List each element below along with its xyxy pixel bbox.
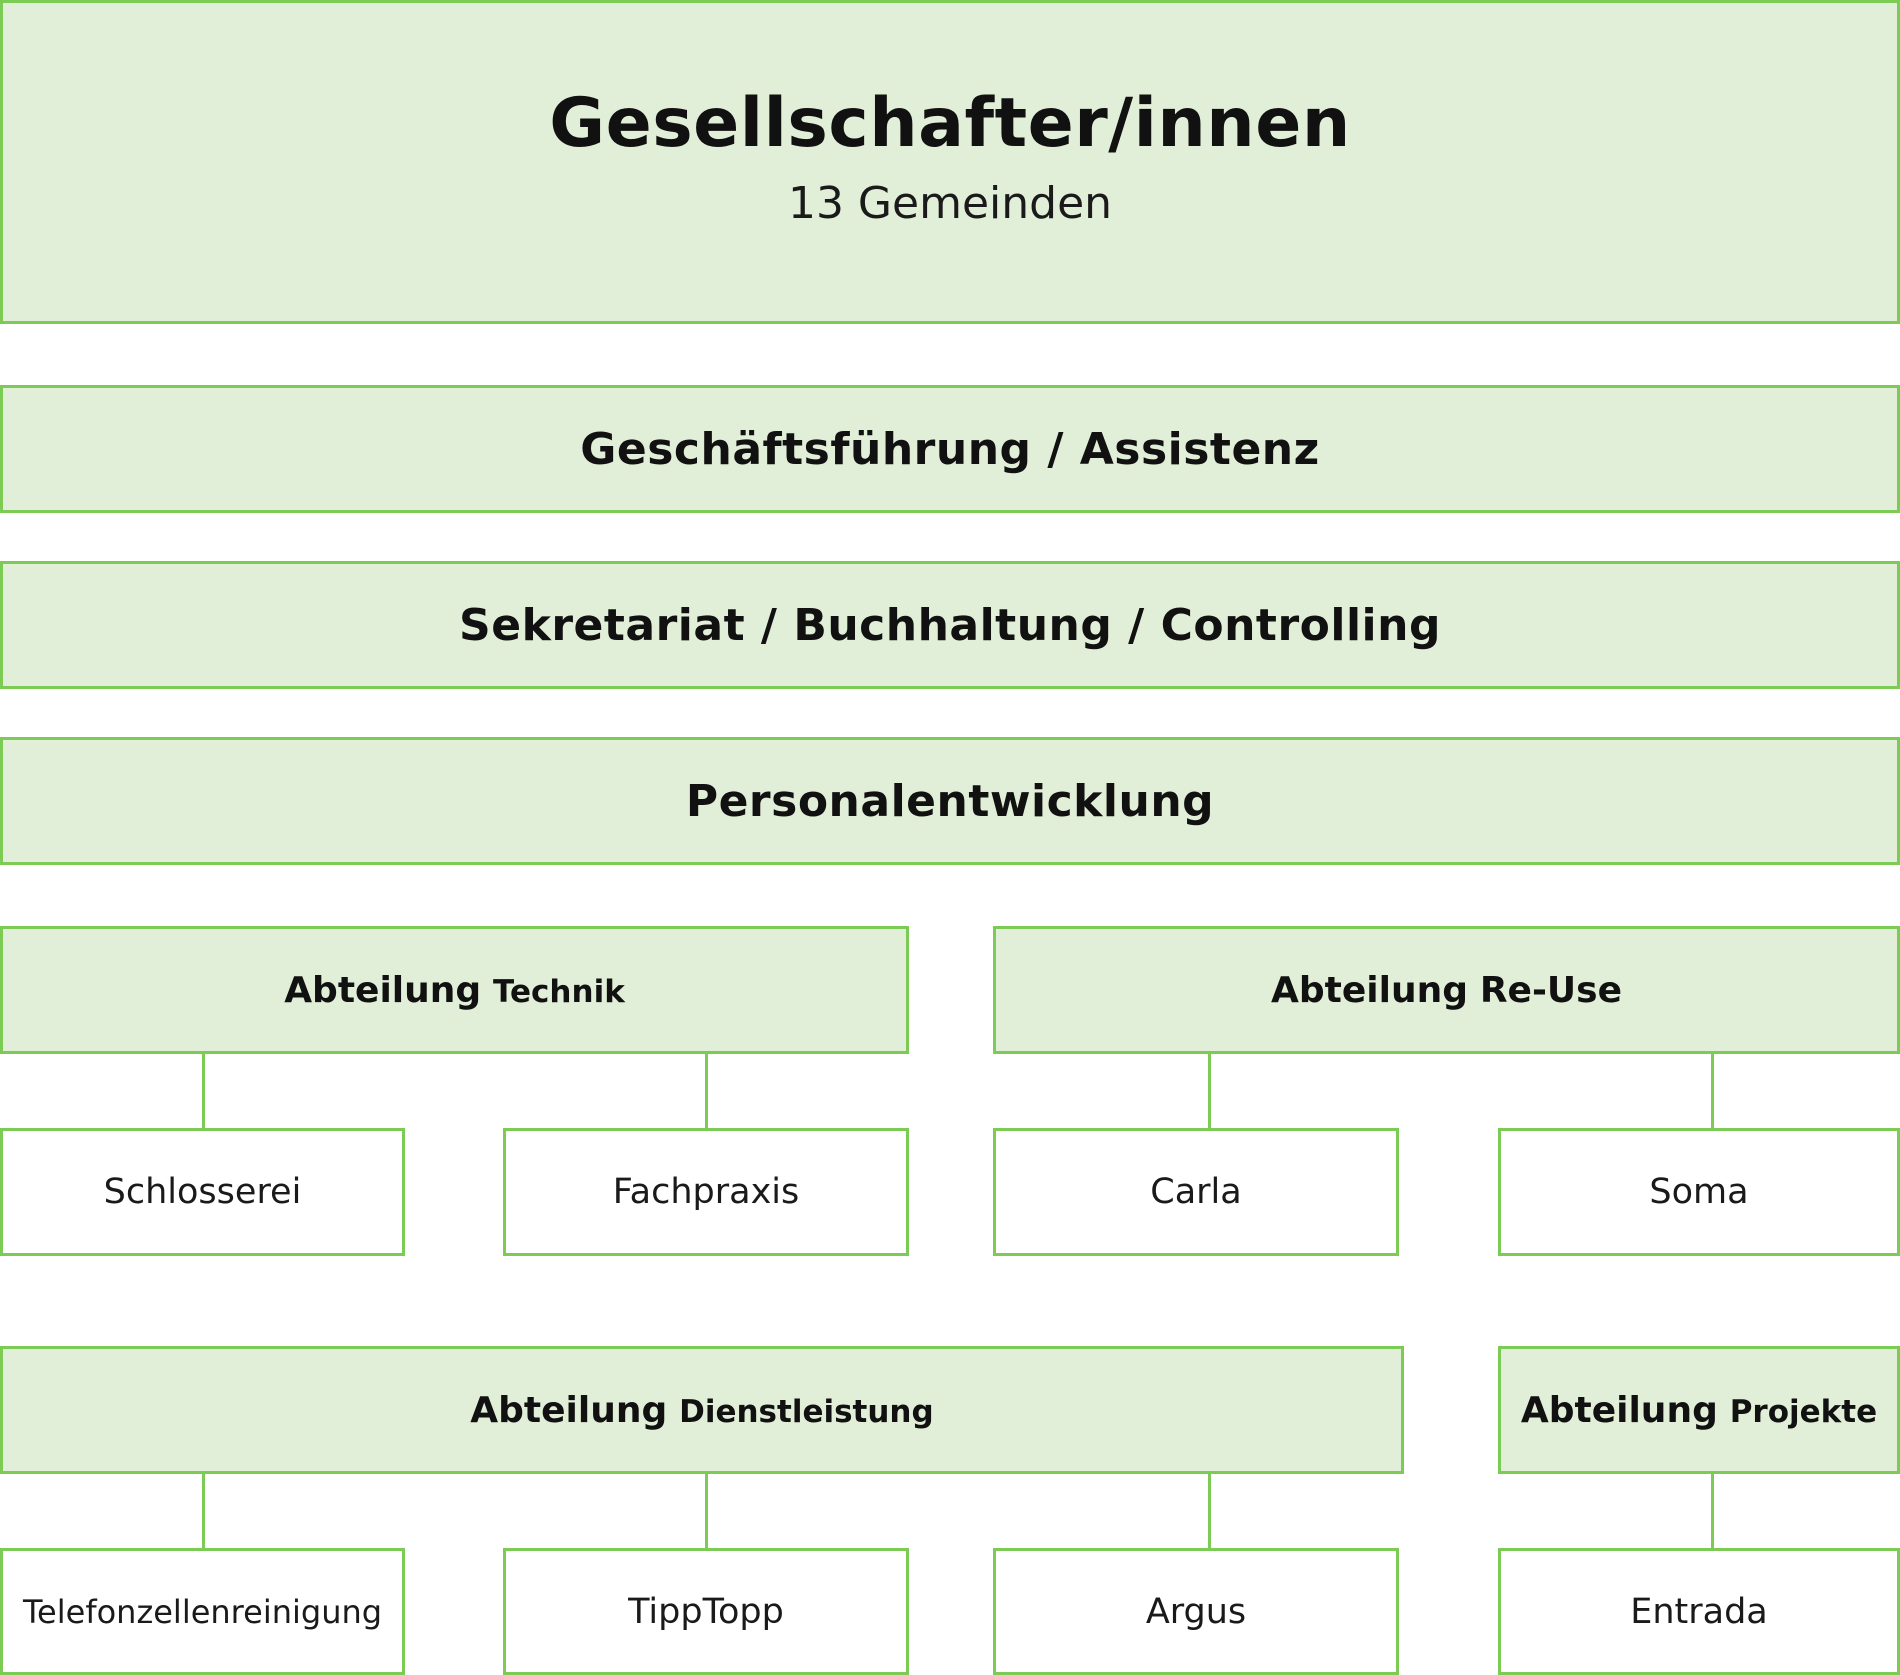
connector-line xyxy=(1208,1474,1211,1548)
department-projekte-label: Abteilung Projekte xyxy=(1521,1390,1877,1431)
unit-label: Telefonzellenreinigung xyxy=(22,1592,383,1631)
connector-line xyxy=(202,1474,205,1548)
secretariat-label: Sekretariat / Buchhaltung / Controlling xyxy=(459,599,1441,651)
management-box: Geschäftsführung / Assistenz xyxy=(0,385,1900,513)
shareholders-box: Gesellschafter/innen 13 Gemeinden xyxy=(0,0,1900,324)
unit-label: TippTopp xyxy=(628,1591,784,1632)
unit-carla-box: Carla xyxy=(993,1128,1399,1256)
department-projekte-box: Abteilung Projekte xyxy=(1498,1346,1900,1474)
department-name: Technik xyxy=(493,973,625,1010)
department-name: Dienstleistung xyxy=(679,1393,934,1430)
department-reuse-label: Abteilung Re-Use xyxy=(1271,970,1622,1011)
unit-soma-box: Soma xyxy=(1498,1128,1900,1256)
department-reuse-box: Abteilung Re-Use xyxy=(993,926,1900,1054)
connector-line xyxy=(1208,1054,1211,1128)
unit-argus-box: Argus xyxy=(993,1548,1399,1675)
shareholders-subtitle: 13 Gemeinden xyxy=(787,177,1113,229)
personnel-label: Personalentwicklung xyxy=(685,775,1215,827)
management-label: Geschäftsführung / Assistenz xyxy=(580,423,1320,475)
shareholders-title: Gesellschafter/innen xyxy=(549,83,1351,163)
department-technik-label: Abteilung Technik xyxy=(284,970,625,1011)
unit-label: Argus xyxy=(1145,1591,1247,1632)
department-prefix: Abteilung xyxy=(1271,969,1468,1011)
connector-line xyxy=(1711,1054,1714,1128)
department-dienstleistung-label: Abteilung Dienstleistung xyxy=(470,1390,933,1431)
connector-line xyxy=(705,1474,708,1548)
department-name: Re-Use xyxy=(1479,969,1622,1011)
department-technik-box: Abteilung Technik xyxy=(0,926,909,1054)
department-prefix: Abteilung xyxy=(1520,1389,1718,1431)
department-prefix: Abteilung xyxy=(284,969,482,1011)
unit-entrada-box: Entrada xyxy=(1498,1548,1900,1675)
connector-line xyxy=(1711,1474,1714,1548)
department-prefix: Abteilung xyxy=(470,1389,668,1431)
secretariat-box: Sekretariat / Buchhaltung / Controlling xyxy=(0,561,1900,689)
department-dienstleistung-box: Abteilung Dienstleistung xyxy=(0,1346,1404,1474)
unit-label: Carla xyxy=(1150,1172,1242,1212)
unit-schlosserei-box: Schlosserei xyxy=(0,1128,405,1256)
personnel-box: Personalentwicklung xyxy=(0,737,1900,865)
unit-fachpraxis-box: Fachpraxis xyxy=(503,1128,909,1256)
department-name: Projekte xyxy=(1729,1393,1878,1430)
unit-label: Soma xyxy=(1649,1172,1749,1212)
unit-label: Fachpraxis xyxy=(612,1172,800,1212)
unit-label: Schlosserei xyxy=(103,1172,302,1212)
unit-label: Entrada xyxy=(1630,1591,1768,1632)
connector-line xyxy=(202,1054,205,1128)
unit-tipptopp-box: TippTopp xyxy=(503,1548,909,1675)
unit-telefonzellenreinigung-box: Telefonzellenreinigung xyxy=(0,1548,405,1675)
connector-line xyxy=(705,1054,708,1128)
